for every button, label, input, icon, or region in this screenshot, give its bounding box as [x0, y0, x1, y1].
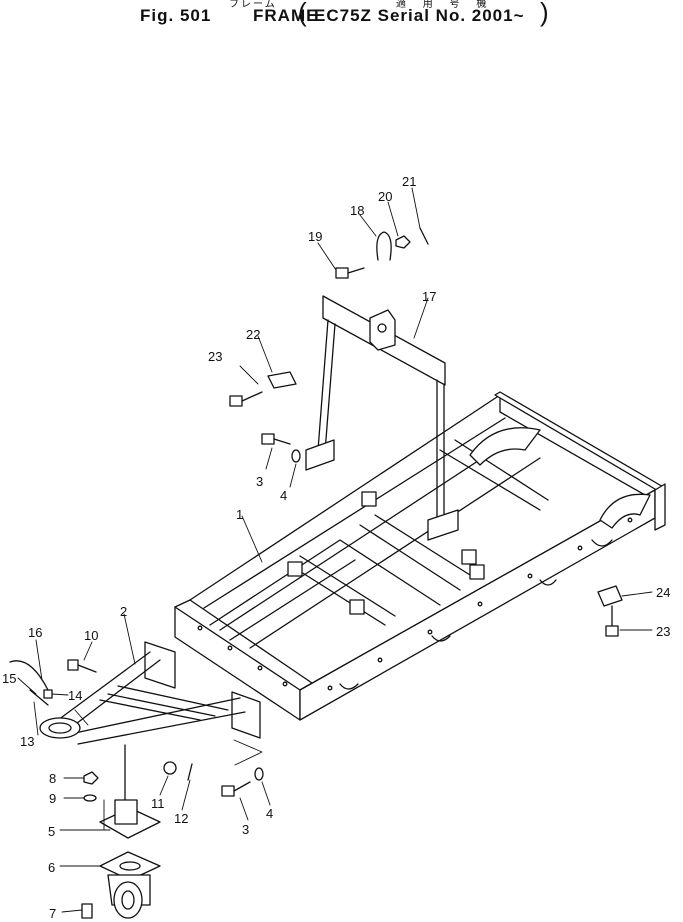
right-bracket: ): [540, 0, 549, 27]
figure-name: FRAME: [253, 6, 319, 25]
frame-part-17: [305, 295, 459, 541]
callout-24: 24: [656, 585, 670, 600]
caster-assembly: [81, 799, 161, 919]
callout-19: 19: [308, 229, 322, 244]
callout-4: 4: [280, 488, 287, 503]
leader-lines: [17, 187, 653, 913]
figure-number: Fig. 501: [140, 6, 212, 25]
hardware: [9, 227, 623, 802]
callout-16: 16: [28, 625, 42, 640]
callout-21: 21: [402, 174, 416, 189]
callout-3: 3: [242, 822, 249, 837]
callout-2: 2: [120, 604, 127, 619]
callout-17: 17: [422, 289, 436, 304]
towbar: [39, 641, 261, 801]
callout-6: 6: [48, 860, 55, 875]
callout-10: 10: [84, 628, 98, 643]
callout-23: 23: [208, 349, 222, 364]
applicability-kana: 適 用 号 機: [396, 0, 494, 10]
main-frame: [174, 391, 666, 721]
callout-14: 14: [68, 688, 82, 703]
callout-4: 4: [266, 806, 273, 821]
callout-8: 8: [49, 771, 56, 786]
callout-12: 12: [174, 811, 188, 826]
callout-15: 15: [2, 671, 16, 686]
callout-9: 9: [49, 791, 56, 806]
callout-23: 23: [656, 624, 670, 639]
callout-18: 18: [350, 203, 364, 218]
callout-11: 11: [151, 796, 165, 811]
left-bracket: (: [298, 0, 307, 27]
callout-1: 1: [236, 507, 243, 522]
callouts: 1 2 3 3 4 4 5 6 7 8 9 10 11 12 13 14 15 …: [2, 174, 670, 921]
figure-name-kana: フレーム: [229, 0, 277, 10]
callout-7: 7: [49, 906, 56, 921]
callout-3: 3: [256, 474, 263, 489]
callout-20: 20: [378, 189, 392, 204]
callout-13: 13: [20, 734, 34, 749]
callout-5: 5: [48, 824, 55, 839]
figure-title: フレーム 適 用 号 機 Fig. 501 FRAME ( EC75Z Seri…: [0, 0, 683, 40]
serial-range: EC75Z Serial No. 2001~: [314, 6, 525, 25]
callout-22: 22: [246, 327, 260, 342]
